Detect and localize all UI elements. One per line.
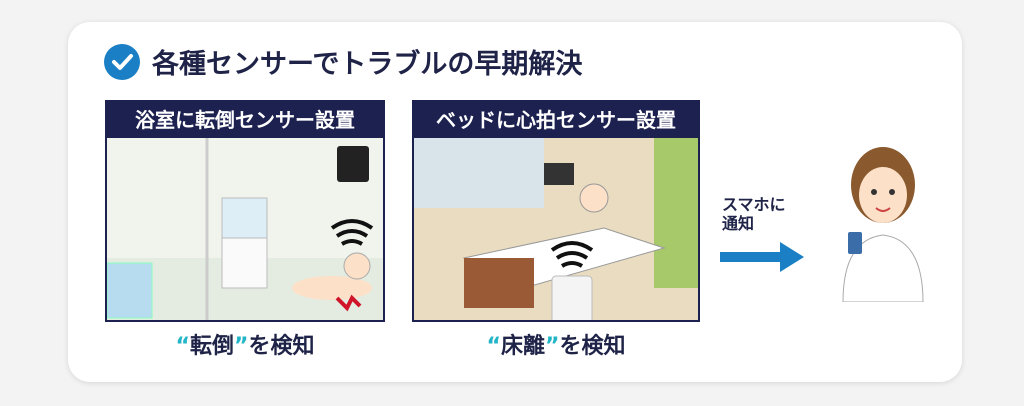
bed-leave-caption: “床離”を検知 xyxy=(412,328,700,360)
fall-detect-caption: “転倒”を検知 xyxy=(105,328,385,360)
panel-header: ベッドに心拍センサー設置 xyxy=(414,102,698,138)
notify-line2: 通知 xyxy=(722,214,755,233)
check-icon xyxy=(104,44,140,80)
caption-word: 床離 xyxy=(500,334,545,359)
notify-line1: スマホに xyxy=(722,195,786,214)
caption-rest: を検知 xyxy=(248,334,315,359)
bed-sensor-illustration xyxy=(414,138,698,320)
quote-close: ” xyxy=(545,334,560,359)
bathroom-fall-illustration xyxy=(107,138,383,320)
caption-word: 転倒 xyxy=(189,334,234,359)
notify-label: スマホに通知 xyxy=(722,195,786,233)
smartphone-icon xyxy=(848,232,862,254)
sensor-device-icon xyxy=(551,275,593,320)
nurse-with-phone-illustration xyxy=(842,147,924,302)
quote-open: “ xyxy=(175,334,190,359)
page-title: 各種センサーでトラブルの早期解決 xyxy=(152,49,583,80)
bathroom-panel: 浴室に転倒センサー設置 xyxy=(105,100,385,322)
bed-panel: ベッドに心拍センサー設置 xyxy=(412,100,700,322)
panel-header: 浴室に転倒センサー設置 xyxy=(107,102,383,138)
signal-waves-icon xyxy=(550,241,594,268)
caption-rest: を検知 xyxy=(559,334,626,359)
sensor-device-icon xyxy=(337,146,369,182)
quote-close: ” xyxy=(234,334,249,359)
arrow-right-icon xyxy=(720,242,804,272)
quote-open: “ xyxy=(486,334,501,359)
signal-waves-icon xyxy=(330,219,374,246)
